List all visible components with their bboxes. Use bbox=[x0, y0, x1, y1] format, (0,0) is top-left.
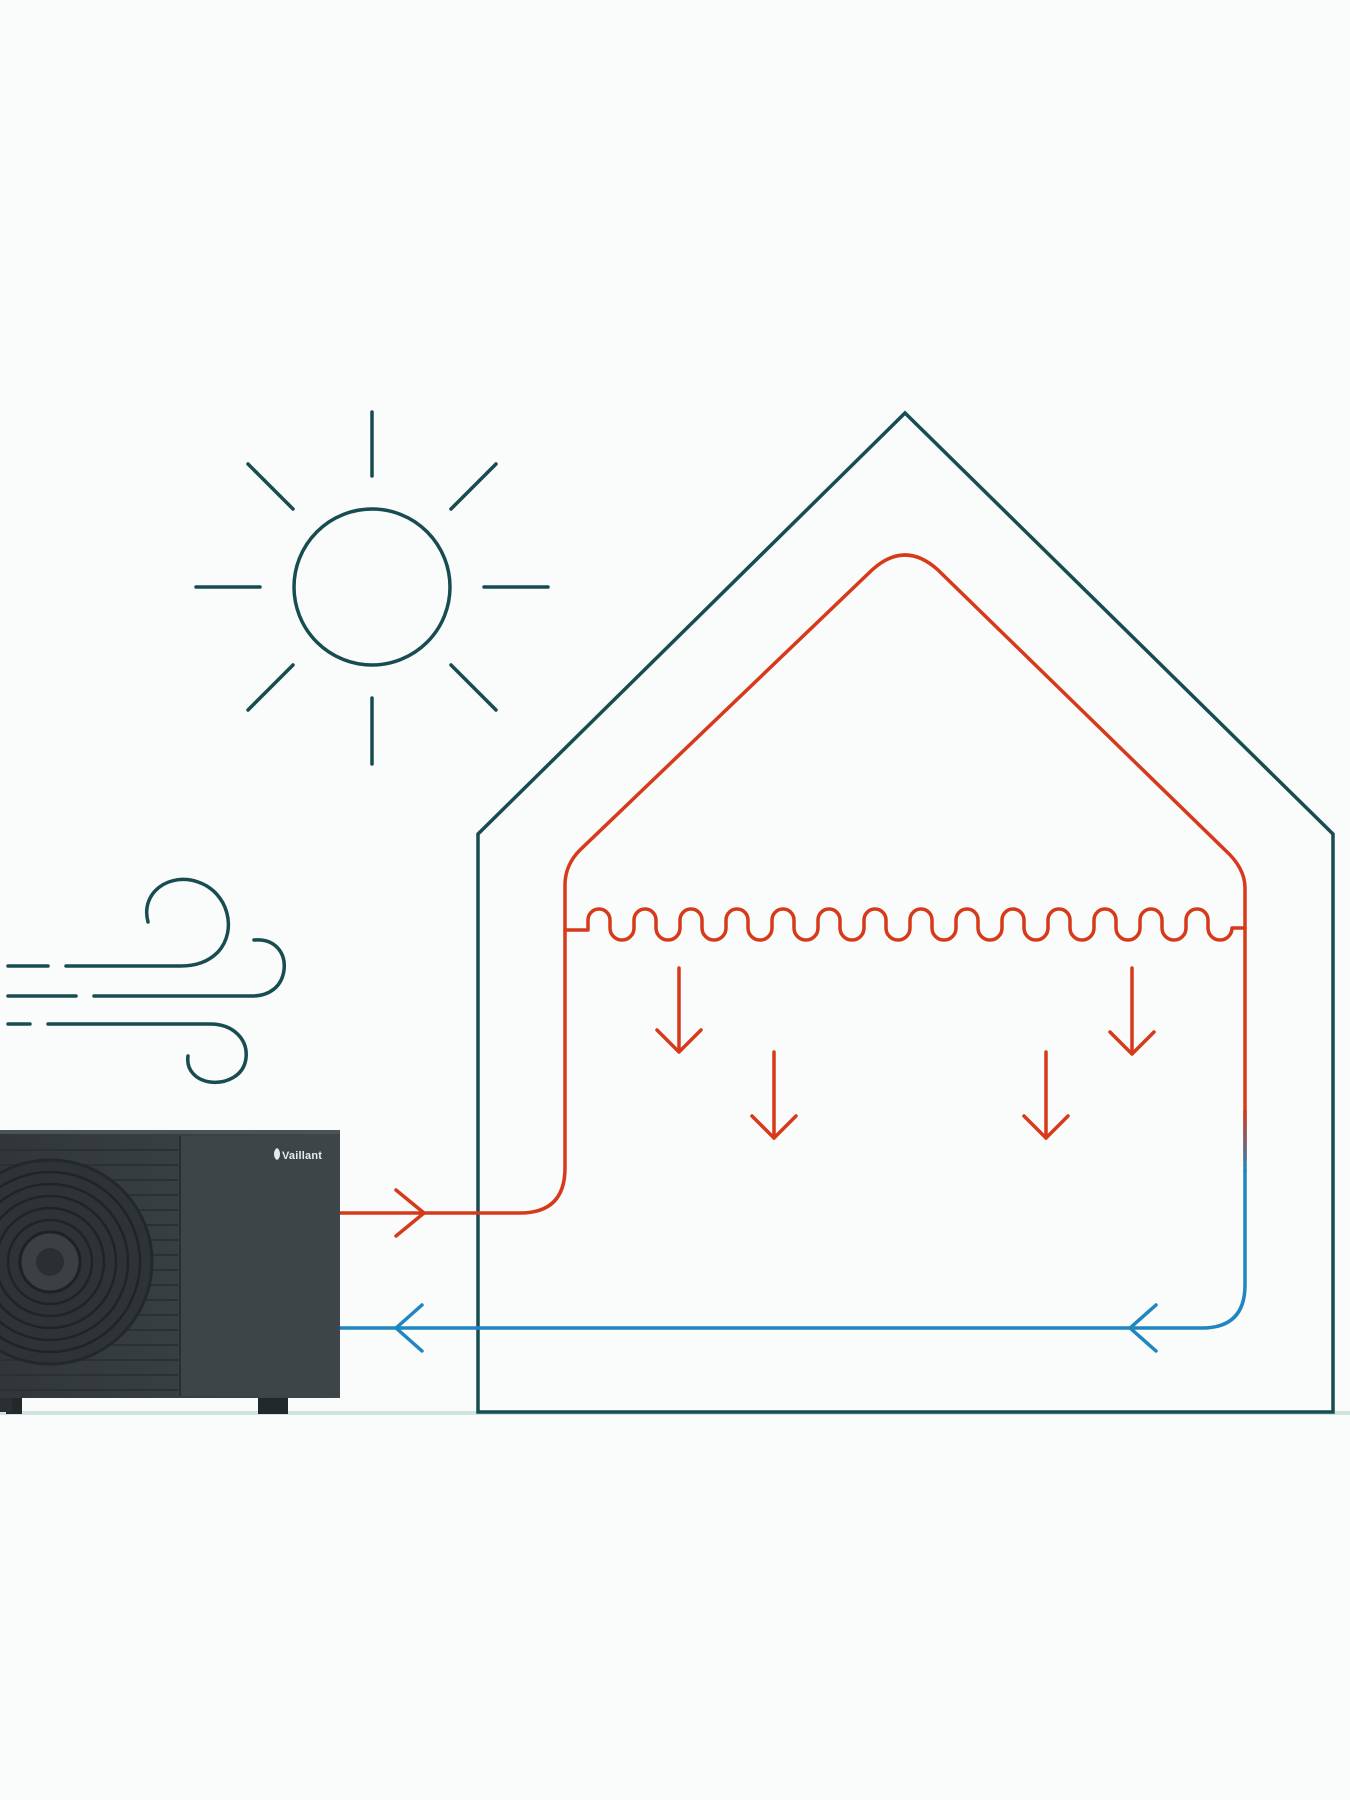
house-outline bbox=[476, 410, 1335, 1414]
return-arrow-icon bbox=[1128, 1303, 1158, 1353]
hot-flow-loop bbox=[338, 553, 1247, 1238]
return-arrow-icon bbox=[394, 1303, 424, 1353]
heat-down-arrow-icon bbox=[750, 1050, 798, 1140]
sun-icon bbox=[194, 410, 550, 766]
heat-pump-unit: Vaillant bbox=[0, 1130, 340, 1414]
brand-name: Vaillant bbox=[282, 1150, 322, 1162]
heat-down-arrow-icon bbox=[1108, 966, 1156, 1056]
heat-down-arrow-icon bbox=[1022, 1050, 1070, 1140]
brand-logo: Vaillant bbox=[274, 1148, 322, 1162]
heat-down-arrow-icon bbox=[655, 966, 703, 1054]
supply-arrow-icon bbox=[394, 1188, 426, 1238]
wind-icon bbox=[6, 877, 286, 1085]
heat-arrows bbox=[655, 966, 1156, 1140]
cold-return-loop bbox=[338, 1168, 1247, 1353]
fan-icon bbox=[0, 1158, 154, 1366]
bunny-logo-icon bbox=[274, 1148, 280, 1160]
